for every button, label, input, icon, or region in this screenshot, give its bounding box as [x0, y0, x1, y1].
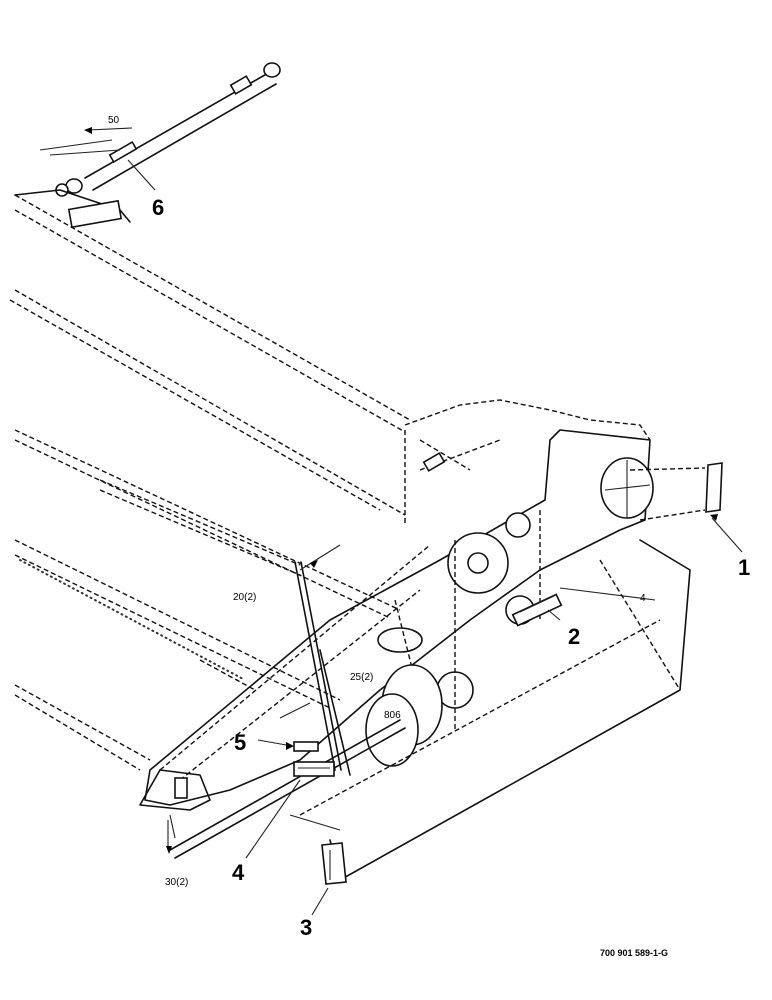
- header-frame: [9, 189, 411, 516]
- dimension-20-line: [299, 544, 341, 571]
- callout-1: 1: [738, 555, 750, 580]
- callout-4-leader: [245, 779, 301, 859]
- nose-section: [139, 769, 211, 839]
- callout-5: 5: [234, 730, 246, 755]
- dimension-25-line: [279, 702, 311, 719]
- callout-4: 4: [232, 860, 245, 885]
- part-806-label: 806: [384, 710, 401, 721]
- callout-3-leader: [311, 887, 329, 916]
- part-3-bracket: [321, 842, 347, 885]
- dimension-20-label: 20(2): [233, 592, 256, 603]
- callout-3: 3: [300, 915, 312, 940]
- dimension-25-label: 25(2): [350, 672, 373, 683]
- vertical-bars: [294, 561, 351, 776]
- dimension-50-label: 50: [108, 115, 120, 126]
- conveyor-rails: [14, 429, 401, 771]
- diagonal-bar: [169, 719, 401, 851]
- callout-6: 6: [152, 195, 164, 220]
- callout-6-leader: [127, 159, 156, 191]
- document-number: 700 901 589-1-G: [600, 948, 668, 958]
- dimension-4-label: 4: [640, 593, 646, 604]
- decal-2: [511, 593, 563, 627]
- part-1-bracket: [705, 462, 723, 513]
- dimension-50-arrow: [84, 127, 133, 134]
- dimension-4-line: [559, 587, 656, 601]
- gearbox-housing: [144, 399, 654, 806]
- callout-2-leader: [547, 609, 561, 621]
- decal-4: [293, 761, 335, 777]
- callout-1-leader: [711, 517, 743, 553]
- dimension-30-label: 30(2): [165, 877, 188, 888]
- callout-2: 2: [568, 624, 580, 649]
- actuator-rod: [39, 62, 281, 197]
- decal-5: [293, 741, 319, 752]
